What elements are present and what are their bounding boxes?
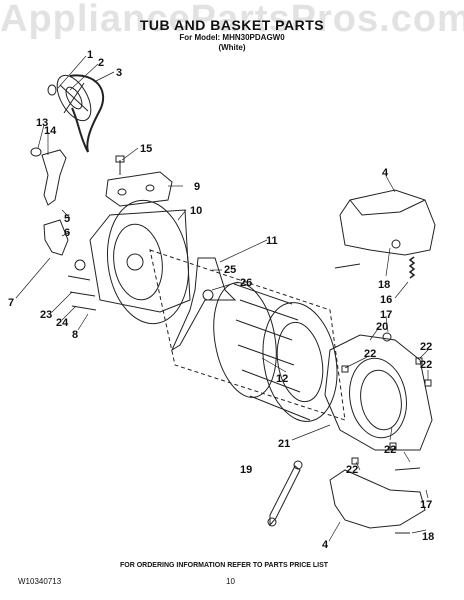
callout-12: 12 <box>276 373 288 385</box>
ordering-info-text: FOR ORDERING INFORMATION REFER TO PARTS … <box>120 562 329 569</box>
shock-absorber-part <box>267 460 303 527</box>
callout-17-bottom: 17 <box>420 499 432 511</box>
callout-15: 15 <box>140 143 152 155</box>
callout-1: 1 <box>87 49 93 61</box>
callout-13: 13 <box>36 117 48 129</box>
color-line: (White) <box>218 43 246 52</box>
callout-8: 8 <box>72 329 78 341</box>
page-number: 10 <box>226 577 235 586</box>
callout-20: 20 <box>376 321 388 333</box>
basket-group-outline <box>149 249 346 421</box>
callout-3: 3 <box>116 67 122 79</box>
callout-26: 26 <box>240 277 252 289</box>
callout-9: 9 <box>194 181 200 193</box>
front-tub-part <box>324 332 433 465</box>
callout-11: 11 <box>266 235 278 247</box>
document-number: W10340713 <box>18 577 62 586</box>
hose-part <box>30 147 86 271</box>
rear-tub-part <box>89 199 191 325</box>
callout-2: 2 <box>98 57 104 69</box>
watermark: AppliancePartsPros.com <box>0 0 464 40</box>
callout-22-b: 22 <box>364 348 376 360</box>
callout-24: 24 <box>56 317 69 329</box>
top-counterweight-part <box>334 189 436 269</box>
callout-17-top: 17 <box>380 309 392 321</box>
callout-19: 19 <box>240 464 252 476</box>
bolts-part <box>67 275 97 311</box>
callout-5: 5 <box>64 213 70 225</box>
callout-21: 21 <box>278 438 290 450</box>
bracket-part <box>105 155 173 207</box>
callout-18-top: 18 <box>378 279 390 291</box>
callout-4-top: 4 <box>382 167 389 179</box>
pulley-part <box>47 74 92 122</box>
callout-18-bottom: 18 <box>422 531 434 543</box>
page-title: TUB AND BASKET PARTS <box>139 17 325 33</box>
callout-10: 10 <box>190 205 202 217</box>
spider-part <box>170 257 237 352</box>
callout-22-d: 22 <box>384 444 396 456</box>
spring-part <box>408 256 416 279</box>
callout-22-e: 22 <box>346 464 358 476</box>
bottom-counterweight-part <box>329 467 426 534</box>
callout-6: 6 <box>64 227 70 239</box>
callout-16: 16 <box>380 294 392 306</box>
model-line: For Model: MHN30PDAGW0 <box>179 33 285 42</box>
callout-23: 23 <box>40 309 52 321</box>
callout-14: 14 <box>44 125 57 137</box>
belt-part <box>69 74 105 153</box>
callout-7: 7 <box>8 297 14 309</box>
callout-22-a: 22 <box>420 341 432 353</box>
callout-22-c: 22 <box>420 359 432 371</box>
callout-4-bottom: 4 <box>322 539 329 551</box>
callout-25: 25 <box>224 264 236 276</box>
